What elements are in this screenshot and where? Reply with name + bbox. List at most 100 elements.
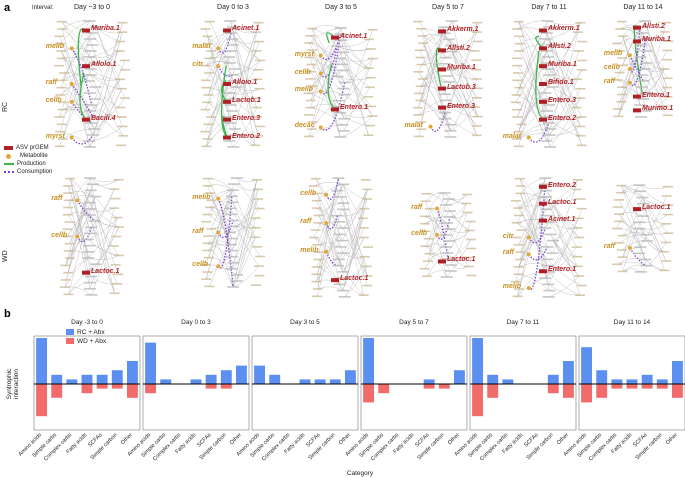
category-tick-label: Other: [120, 432, 134, 446]
wd-bar: [51, 384, 63, 398]
legend-metabolite-label: Metabolite: [20, 153, 48, 159]
bar-panel-frame: [33, 335, 141, 431]
bar-panel-frame: [251, 335, 359, 431]
production-swatch: [4, 163, 14, 165]
wd-bar: [626, 384, 638, 389]
metabolite-node-label: cellb: [411, 230, 428, 237]
metabolite-node-label: raff: [411, 203, 423, 211]
rc-bar: [547, 374, 559, 384]
rc-bar: [314, 379, 326, 384]
metabolite-node-label: melib: [45, 43, 65, 51]
asv-node-label: Entero.3: [447, 102, 476, 110]
rc-bar: [36, 338, 48, 384]
wd-bar: [547, 384, 559, 394]
metabolite-node-label: cellb: [294, 68, 311, 76]
asv-node-label: Akkerm.1: [447, 26, 479, 34]
rc-bar: [220, 370, 232, 384]
asv-node-label: Lactob.1: [232, 96, 261, 104]
wd-bar: [378, 384, 390, 394]
wd-bar: [438, 384, 450, 389]
metabolite-node-label: raff: [502, 249, 514, 257]
metabolite-node-label: citr: [502, 232, 514, 240]
metabolite-node-label: malat: [404, 121, 423, 129]
asv-node-label: Entero.3: [548, 96, 577, 104]
wd-bar: [641, 384, 653, 389]
interval-day-7-11: Day 7 to 11: [531, 4, 567, 11]
legend-rc-label: RC + Abx: [77, 329, 105, 336]
asv-node-label: Entero.1: [642, 91, 671, 99]
asv-node-label: Acinet.1: [232, 25, 260, 33]
asv-node-label: Akkerm.1: [548, 25, 580, 33]
metabolite-node-label: raff: [603, 77, 616, 85]
asv-node-label: Muriba.1: [642, 36, 671, 44]
legend-production: Production: [4, 161, 52, 167]
wd-bar: [363, 384, 375, 403]
metabolite-node-label: myrst: [45, 132, 65, 140]
asv-swatch: [4, 146, 13, 150]
metabolite-node-label: cellb: [300, 189, 317, 197]
rc-bar: [596, 370, 608, 384]
category-tick-label: Other: [665, 432, 679, 446]
rc-bar: [487, 374, 499, 384]
asv-node-label: Allsti.2: [642, 22, 665, 30]
asv-node-label: Lactob.3: [447, 83, 476, 91]
wd-bar: [36, 384, 48, 417]
metabolite-node-label: melib: [294, 86, 314, 94]
rc-bar: [190, 379, 202, 384]
rc-bar: [96, 374, 108, 384]
legend-production-label: Production: [17, 161, 46, 167]
asv-node-label: Acinet.1: [548, 215, 576, 223]
wd-bar: [423, 384, 435, 389]
rc-bar: [562, 361, 574, 384]
metabolite-node-label: myrst: [294, 50, 314, 58]
network-edges: [59, 20, 669, 298]
interval-day-5-7: Day 5 to 7: [432, 4, 464, 11]
asv-node-label: Allsti.2: [548, 43, 571, 51]
metabolite-node-label: cellb: [51, 231, 68, 239]
wd-bar: [81, 384, 93, 394]
interval-day-11-14: Day 11 to 14: [623, 4, 663, 11]
asv-node-label: Bacili.4: [91, 114, 116, 122]
wd-bar: [220, 384, 232, 389]
asv-node-label: Lactoc.1: [548, 198, 577, 206]
legend-consumption: Consumption: [4, 169, 52, 175]
wd-bar: [562, 384, 574, 398]
category-tick-label: Other: [447, 432, 461, 446]
rc-bar: [81, 374, 93, 384]
metabolite-node-label: raff: [51, 195, 63, 203]
bar-panel-frame: [578, 335, 685, 431]
bar-panel-title: Day 0 to 3: [181, 319, 211, 326]
metabolite-node-label: cellb: [192, 261, 209, 269]
asv-node-label: Lactoc.1: [642, 204, 671, 212]
rc-bar: [656, 379, 668, 384]
rc-bar: [269, 374, 281, 384]
legend-wd-swatch: [66, 338, 74, 344]
metabolite-node-label: raff: [603, 242, 616, 250]
asv-node-label: Alloio.1: [232, 79, 258, 86]
metabolite-node-label: melib: [603, 50, 623, 58]
asv-node-label: Entero.1: [340, 104, 369, 112]
legend-metabolite: Metabolite: [4, 153, 52, 159]
rc-bar: [423, 379, 435, 384]
metabolite-node-label: malat: [502, 132, 522, 140]
category-tick-label: Other: [229, 432, 243, 446]
metabolite-node-label: raff: [45, 79, 57, 86]
wd-bar: [96, 384, 108, 389]
legend-asv: ASV prGEM: [4, 145, 52, 151]
metabolite-node-label: cellb: [603, 64, 620, 71]
asv-node-label: Murimo.1: [642, 105, 674, 113]
rc-bar: [453, 370, 465, 384]
legend-asv-label: ASV prGEM: [16, 145, 49, 151]
network-nodes: [54, 20, 674, 298]
metabolite-node-label: citr: [192, 61, 204, 69]
legend-rc-swatch: [66, 329, 74, 335]
rc-bar: [581, 347, 593, 384]
rc-bar: [160, 379, 172, 384]
bar-panel-title: Day 11 to 14: [614, 319, 651, 326]
wd-bar: [581, 384, 593, 403]
